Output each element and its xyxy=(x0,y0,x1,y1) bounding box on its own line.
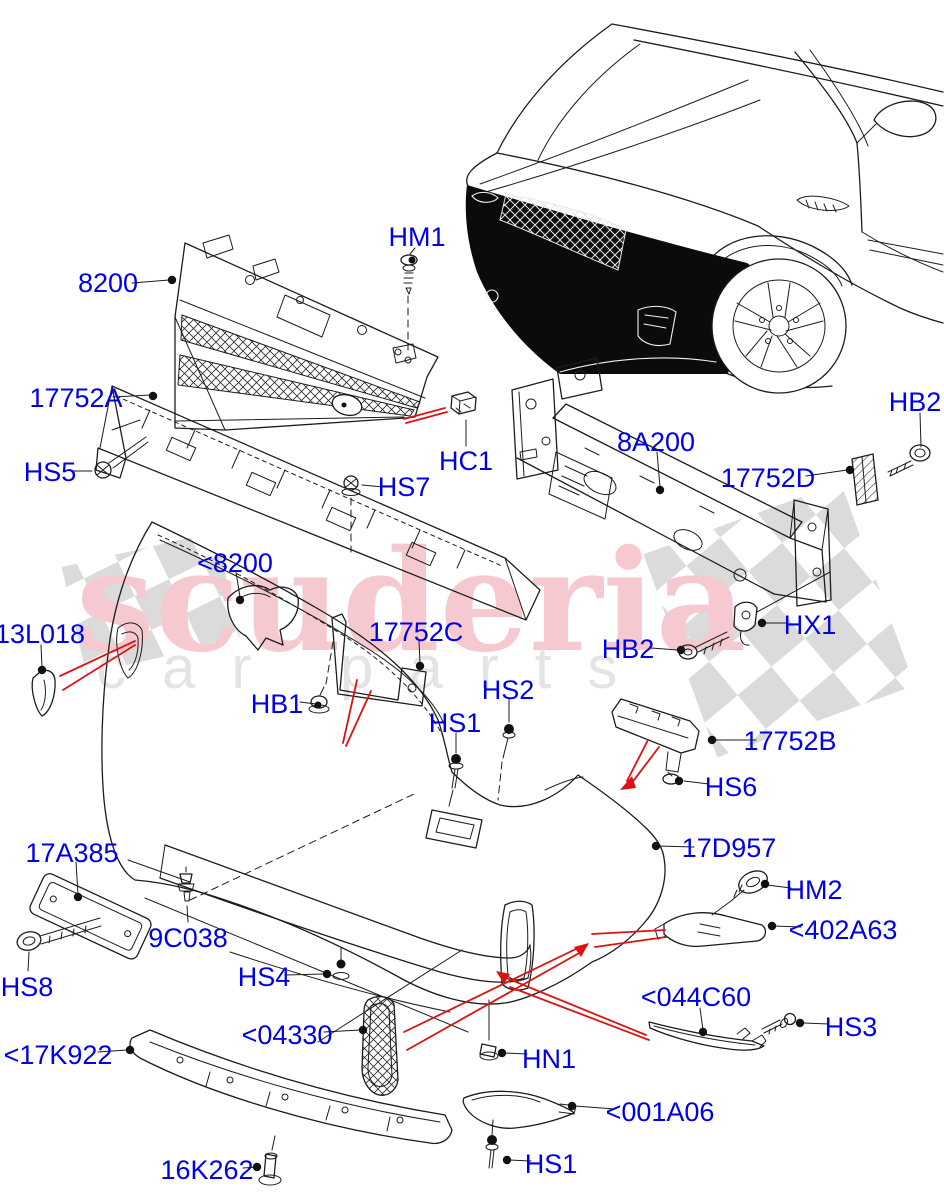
bumper-reinforcement-beam xyxy=(511,357,832,607)
part-label-8200: 8200 xyxy=(78,268,138,298)
hs3-screw xyxy=(761,1012,797,1035)
part-label-hs8: HS8 xyxy=(1,972,54,1002)
trim-strip-044c60 xyxy=(648,1021,767,1051)
part-label-hs6: HS6 xyxy=(705,772,758,802)
part-label-16k262: 16K262 xyxy=(160,1155,253,1185)
part-label-001a06: <001A06 xyxy=(606,1097,715,1127)
part-label-17752c: 17752C xyxy=(369,617,464,647)
part-label-8200-ref: <8200 xyxy=(197,548,273,578)
license-plate-bracket xyxy=(29,873,152,960)
bumper-cover xyxy=(101,521,666,1043)
bracket-13l018 xyxy=(31,669,56,717)
part-label-9c038: 9C038 xyxy=(148,923,228,953)
part-label-hs1-bottom: HS1 xyxy=(525,1149,578,1179)
hn1-bolt xyxy=(479,999,499,1061)
part-label-17a385: 17A385 xyxy=(25,838,118,868)
part-label-17k922: <17K922 xyxy=(4,1040,113,1070)
part-label-13l018: 13L018 xyxy=(0,619,85,649)
hm2-pushpin xyxy=(711,870,768,916)
checker-flag-right xyxy=(643,482,915,758)
badge-mount xyxy=(331,393,363,417)
hb1-bolt xyxy=(308,641,334,714)
part-label-hb2-top: HB2 xyxy=(889,387,942,417)
hs5-screw xyxy=(94,436,149,479)
9c038-clip xyxy=(177,866,195,902)
part-label-hs2: HS2 xyxy=(482,675,535,705)
part-label-17752d: 17752D xyxy=(721,463,816,493)
part-label-17d957: 17D957 xyxy=(682,833,777,863)
locator-arrows xyxy=(59,407,667,1051)
part-label-402a63: <402A63 xyxy=(789,915,898,945)
part-label-044c60: <044C60 xyxy=(641,982,751,1012)
part-label-hs7: HS7 xyxy=(378,472,431,502)
hs8-screw xyxy=(16,917,102,951)
hs1-screw-top xyxy=(448,754,464,807)
part-label-hs3: HS3 xyxy=(825,1012,878,1042)
part-label-8a200: 8A200 xyxy=(617,427,695,457)
hc1-clip xyxy=(450,391,477,415)
fender-vent xyxy=(796,195,850,212)
grille-mesh-highlight xyxy=(499,193,627,271)
part-label-17752a: 17752A xyxy=(29,383,122,413)
checker-flag-left xyxy=(61,531,241,675)
bumper-absorber xyxy=(95,385,541,621)
vehicle-illustration xyxy=(465,23,944,394)
part-label-hc1: HC1 xyxy=(439,446,493,476)
watermark: scuderia car parts xyxy=(61,482,915,758)
part-label-hs1-top: HS1 xyxy=(429,708,482,738)
trim-piece-001a06 xyxy=(462,1090,577,1129)
valance-panel xyxy=(129,1029,453,1145)
bracket-17752d xyxy=(851,453,879,506)
part-label-17752b: 17752B xyxy=(743,726,836,756)
part-label-hn1: HN1 xyxy=(522,1044,576,1074)
hm1-pushpin-fastener xyxy=(400,254,418,351)
grille-slat-upper xyxy=(180,314,421,409)
leader-dots xyxy=(37,256,855,1172)
hb2-bolt-top xyxy=(887,444,931,477)
hs4-pin xyxy=(332,947,350,980)
bracket-402a63 xyxy=(654,912,767,948)
part-label-hb1: HB1 xyxy=(251,689,304,719)
hx1-bracket xyxy=(733,571,831,646)
watermark-title: scuderia xyxy=(76,520,746,684)
part-label-04330: <04330 xyxy=(242,1020,333,1050)
hs1-screw-bottom xyxy=(485,1119,499,1169)
hs2-screw xyxy=(497,724,516,801)
hs7-screw xyxy=(341,475,361,553)
watermark-subtitle: car parts xyxy=(96,634,653,701)
bracket-17752b xyxy=(611,698,700,773)
part-label-hx1: HX1 xyxy=(784,610,837,640)
part-label-hs4: HS4 xyxy=(238,962,291,992)
16k262-rivet xyxy=(258,1135,282,1186)
leader-lines xyxy=(27,247,922,1169)
part-label-hb2-mid: HB2 xyxy=(602,634,655,664)
part-label-hm1: HM1 xyxy=(388,222,445,252)
front-wheel xyxy=(711,258,847,394)
grille-assembly xyxy=(174,234,439,431)
mirror xyxy=(873,100,937,138)
lower-grille-insert xyxy=(361,995,399,1096)
part-label-hs5: HS5 xyxy=(24,457,77,487)
part-label-hm2: HM2 xyxy=(785,875,842,905)
